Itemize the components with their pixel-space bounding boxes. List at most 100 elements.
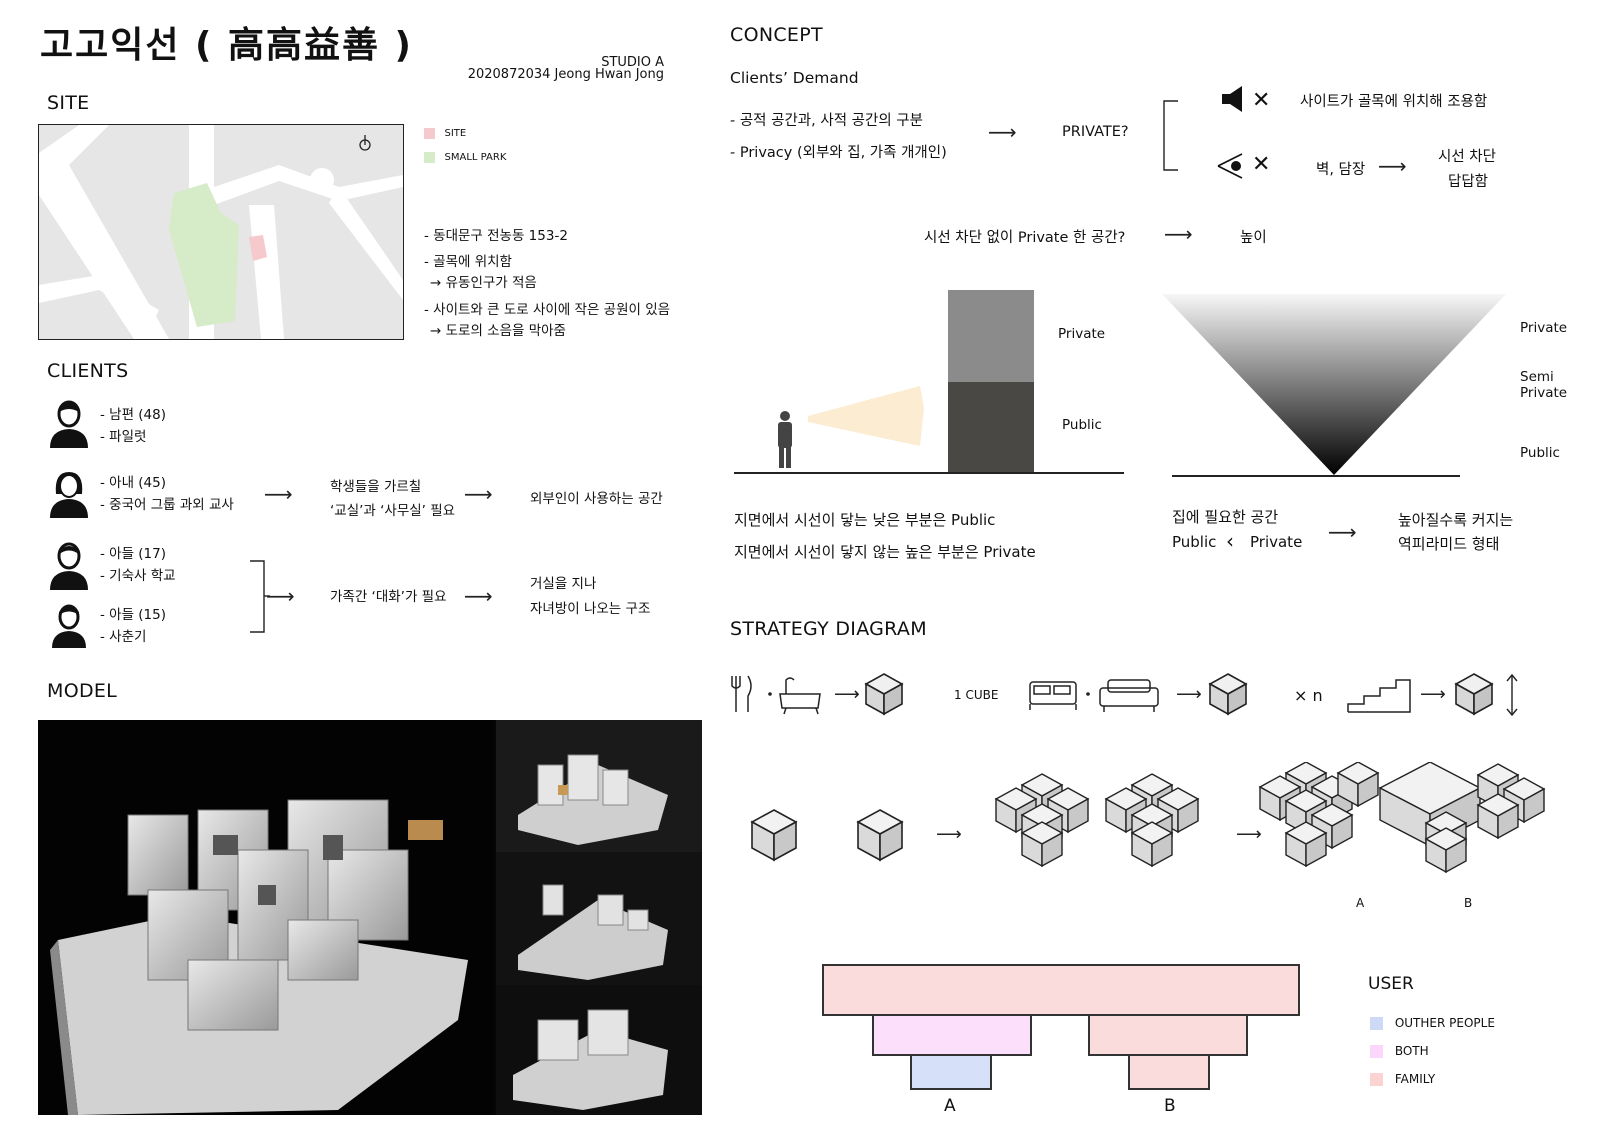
cube-cluster-1 — [995, 773, 1089, 867]
wife-line-1: - 아내 (45) — [100, 475, 167, 491]
tower-private-block — [948, 290, 1034, 382]
wall-text: 벽, 담장 — [1316, 162, 1366, 178]
sons-result-2: 자녀방이 나오는 구조 — [530, 601, 651, 617]
site-note-3: → 유동인구가 적음 — [430, 275, 537, 291]
small-park — [169, 183, 239, 327]
wife-result: 외부인이 사용하는 공간 — [530, 491, 663, 507]
others-legend-label: OUTHER PEOPLE — [1394, 1016, 1495, 1030]
strategy-label-a: A — [1356, 896, 1365, 910]
tri-private-label: Private — [1520, 320, 1568, 336]
arrow-icon: ⟶ — [266, 584, 295, 608]
arrow-icon: ⟶ — [1378, 154, 1407, 178]
concept-heading: CONCEPT — [730, 24, 823, 46]
model-heading: MODEL — [47, 680, 118, 702]
strategy-label-b: B — [1464, 896, 1473, 910]
site-note-4: - 사이트와 큰 도로 사이에 작은 공원이 있음 — [424, 302, 671, 318]
park-legend-label: SMALL PARK — [444, 152, 507, 163]
arrow-icon: ⟶ — [988, 120, 1017, 144]
arrow-icon: ⟶ — [834, 684, 860, 705]
arrow-icon: ⟶ — [1420, 684, 1446, 705]
private-question: PRIVATE? — [1062, 124, 1129, 140]
cube-icon — [865, 673, 903, 715]
site-note-5: → 도로의 소음을 막아줌 — [430, 323, 566, 339]
husband-line-2: - 파일럿 — [100, 429, 147, 445]
dot-separator — [768, 692, 772, 696]
arrow-icon: ⟶ — [1328, 520, 1357, 544]
cube-cluster-2 — [1105, 773, 1199, 867]
user-label-b: B — [1164, 1096, 1176, 1116]
site-swatch — [424, 127, 435, 139]
user-label-a: A — [944, 1096, 956, 1116]
site-legend-label: SITE — [444, 128, 467, 139]
arrow-icon: ⟶ — [1164, 222, 1193, 246]
arrow-icon: ⟶ — [1176, 684, 1202, 705]
speaker-icon — [1220, 84, 1246, 118]
need-private: Private — [1250, 533, 1303, 551]
tower-diagram — [734, 290, 1124, 474]
inverted-pyramid-diagram — [1162, 294, 1506, 477]
page-title: 고고익선 ( 高高益善 ) — [40, 25, 413, 66]
strategy-row-1: ⟶ ⟶ ⟶ — [731, 673, 1518, 717]
tower-public-block — [948, 382, 1034, 472]
model-photo — [38, 720, 702, 1115]
tri-public-label: Public — [1520, 445, 1560, 461]
arrow-icon: ⟶ — [464, 584, 493, 608]
both-swatch — [1370, 1045, 1383, 1058]
pyramid-shape — [1162, 294, 1506, 475]
ground-text-1: 지면에서 시선이 닿는 낮은 부분은 Public — [734, 511, 996, 529]
cube-icon — [1455, 673, 1493, 715]
stairs-icon — [1347, 679, 1411, 713]
tri-semi-label-1: Semi — [1520, 369, 1554, 385]
site-note-1: - 동대문구 전농동 153-2 — [424, 228, 568, 244]
family-swatch — [1370, 1073, 1383, 1086]
arrow-icon: ⟶ — [1236, 824, 1262, 845]
site-legend-site: SITE — [424, 126, 466, 139]
site-plot — [249, 235, 267, 261]
son17-line-2: - 기숙사 학교 — [100, 568, 176, 584]
concept-sub: Clients’ Demand — [730, 69, 859, 87]
user-heading: USER — [1368, 974, 1414, 994]
height-question: 시선 차단 없이 Private 한 공간? — [924, 230, 1126, 246]
dot-separator — [1086, 692, 1090, 696]
tower-public-label: Public — [1062, 417, 1102, 433]
husband-icon — [48, 398, 90, 448]
need-text: 집에 필요한 공간 — [1172, 508, 1279, 526]
cube-icon — [751, 809, 797, 861]
son-15-icon — [48, 602, 90, 648]
wife-need-1: 학생들을 가르칠 — [330, 479, 422, 495]
tower-private-label: Private — [1058, 326, 1106, 342]
pyramid-text-2: 역피라미드 형태 — [1398, 535, 1500, 553]
son15-line-1: - 아들 (15) — [100, 607, 167, 623]
ground-text-2: 지면에서 시선이 닿지 않는 높은 부분은 Private — [734, 543, 1036, 561]
person-silhouette — [778, 411, 792, 468]
cross-icon: ✕ — [1252, 152, 1271, 177]
vertical-arrow-icon — [1506, 673, 1518, 717]
user-legend-both: BOTH — [1370, 1044, 1429, 1058]
one-cube-label: 1 CUBE — [954, 688, 999, 702]
wife-line-2: - 중국어 그룹 과외 교사 — [100, 497, 234, 513]
others-swatch — [1370, 1017, 1383, 1030]
studio-label: STUDIO A — [601, 55, 664, 70]
son-17-icon — [48, 540, 90, 590]
son17-line-1: - 아들 (17) — [100, 546, 167, 562]
strategy-heading: STRATEGY DIAGRAM — [730, 618, 927, 640]
family-bar-b-mid — [1088, 1014, 1248, 1056]
need-public: Public — [1172, 533, 1217, 551]
site-map — [38, 124, 404, 340]
both-legend-label: BOTH — [1394, 1044, 1429, 1058]
arrow-icon: ⟶ — [464, 482, 493, 506]
block-text-1: 시선 차단 — [1438, 149, 1496, 165]
private-bracket — [1163, 100, 1178, 171]
pyramid-text-1: 높아질수록 커지는 — [1398, 511, 1514, 529]
height-answer: 높이 — [1240, 230, 1267, 246]
son15-line-2: - 사춘기 — [100, 629, 147, 645]
block-text-2: 답답함 — [1448, 174, 1489, 190]
wife-need-2: ‘교실’과 ‘사무실’ 필요 — [330, 503, 456, 519]
combined-cubes — [1259, 762, 1545, 873]
user-legend-family: FAMILY — [1370, 1072, 1435, 1086]
family-bar-b-low — [1128, 1054, 1210, 1090]
site-heading: SITE — [47, 92, 90, 114]
demand-2: - Privacy (외부와 집, 가족 개개인) — [730, 145, 947, 161]
others-bar-a — [910, 1054, 992, 1090]
north-arrow-icon — [359, 135, 371, 151]
